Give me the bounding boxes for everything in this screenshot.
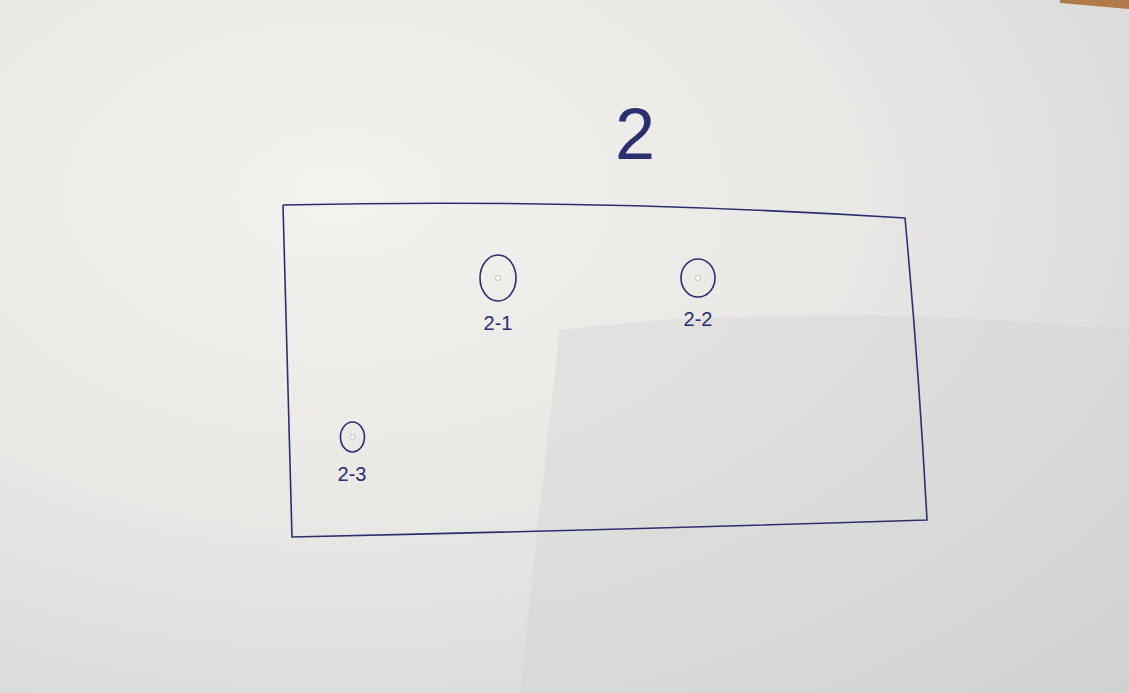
hole-circle <box>334 419 371 455</box>
hole-circle <box>477 252 519 304</box>
hole-node: 2-2 <box>678 256 718 330</box>
hole-node: 2-1 <box>477 252 519 334</box>
circle-mark <box>340 422 364 452</box>
box-border <box>283 203 927 537</box>
punched-hole <box>495 275 500 280</box>
hole-node: 2-3 <box>334 419 371 485</box>
hole-circle <box>678 256 718 300</box>
punched-hole <box>695 275 700 280</box>
shadow <box>520 315 1129 693</box>
sheet-number: 2 <box>615 98 655 170</box>
frame-box: 22-12-22-3 <box>283 200 933 540</box>
table-edge <box>1060 0 1129 9</box>
hole-label: 2-3 <box>334 463 371 485</box>
hole-label: 2-2 <box>678 308 718 330</box>
hole-label: 2-1 <box>477 312 519 334</box>
punched-hole <box>349 434 354 439</box>
circle-mark <box>681 259 715 297</box>
box-outline <box>283 200 933 540</box>
circle-mark <box>480 255 516 301</box>
